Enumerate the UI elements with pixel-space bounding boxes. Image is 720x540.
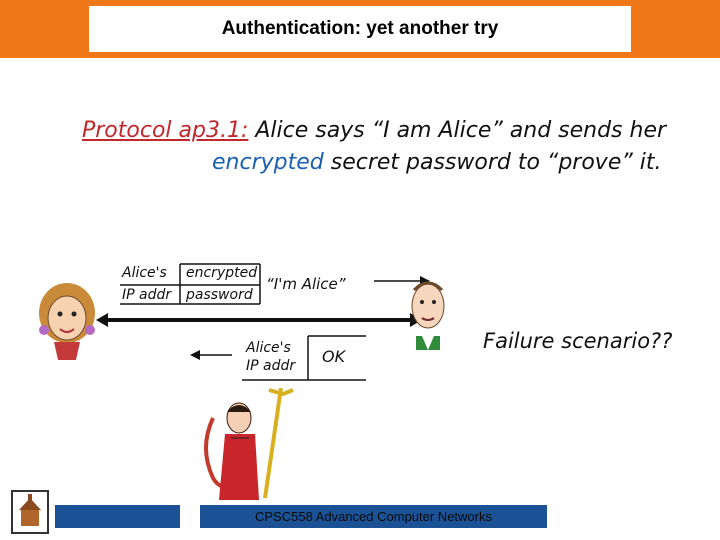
protocol-text-1: Alice says “I am Alice” and sends her [255,118,667,143]
bob-icon [411,281,445,350]
slide-title: Authentication: yet another try [221,18,499,39]
reply-borders [242,335,366,381]
slide-header: Authentication: yet another try [0,0,720,58]
protocol-label: Protocol ap3.1: [82,118,249,143]
reply-ip-label-1: Alice's [246,340,291,356]
alice-icon [39,283,95,360]
footer-course: CPSC558 Advanced Computer Networks [254,509,492,524]
university-logo-icon [11,490,49,534]
msg-ip-label-1: Alice's [122,265,167,281]
protocol-line-2: encrypted secret password to “prove” it. [212,150,661,175]
footer-left-bar [55,505,180,528]
msg-pw-label-1: encrypted [186,265,258,281]
protocol-text-2: secret password to “prove” it. [330,150,662,175]
protocol-emph: encrypted [212,150,324,175]
trudy-devil-icon [204,388,294,500]
reply-packet: Alice's IP addr OK [238,334,370,384]
failure-question: Failure scenario?? [483,329,673,353]
logo-art [19,494,41,526]
msg-pw-label-2: password [186,287,253,303]
msg-claim: “I'm Alice” [266,275,346,293]
title-box: Authentication: yet another try [89,6,631,52]
msg-ip-label-2: IP addr [122,287,172,303]
message-packet: Alice's IP addr encrypted password “I'm … [116,260,366,310]
protocol-line-1: Protocol ap3.1: Alice says “I am Alice” … [82,118,666,143]
reply-ok: OK [322,347,346,366]
footer-course-bar: CPSC558 Advanced Computer Networks [200,505,547,528]
packet-borders [120,263,261,305]
reply-ip-label-2: IP addr [246,358,296,374]
